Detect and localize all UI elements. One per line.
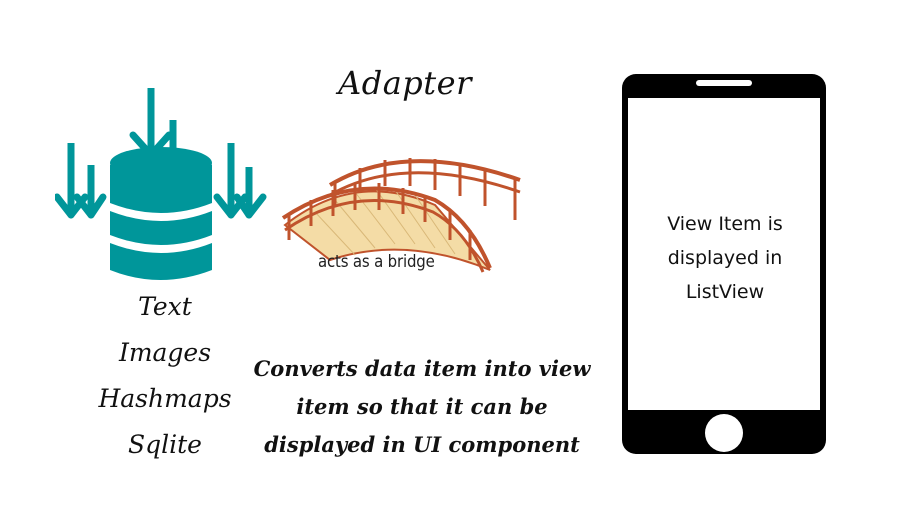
source-sqlite: Sqlite [128,430,202,459]
adapter-title: Adapter [338,64,472,102]
smartphone-icon [622,74,826,454]
database-icon [55,88,267,280]
listview-screen-text: View Item is displayed in ListView [667,213,783,303]
source-images: Images [118,338,212,367]
arrow-down-icon [233,167,267,219]
bridge-icon [281,158,521,273]
source-text: Text [138,292,192,321]
arrow-down-icon [151,120,195,181]
source-hashmaps: Hashmaps [98,384,232,413]
arrow-down-icon [73,165,107,219]
arrow-down-icon [129,88,173,159]
adapter-description: Converts data item into view item so tha… [253,356,591,457]
bridge-caption: acts as a bridge [318,252,435,272]
